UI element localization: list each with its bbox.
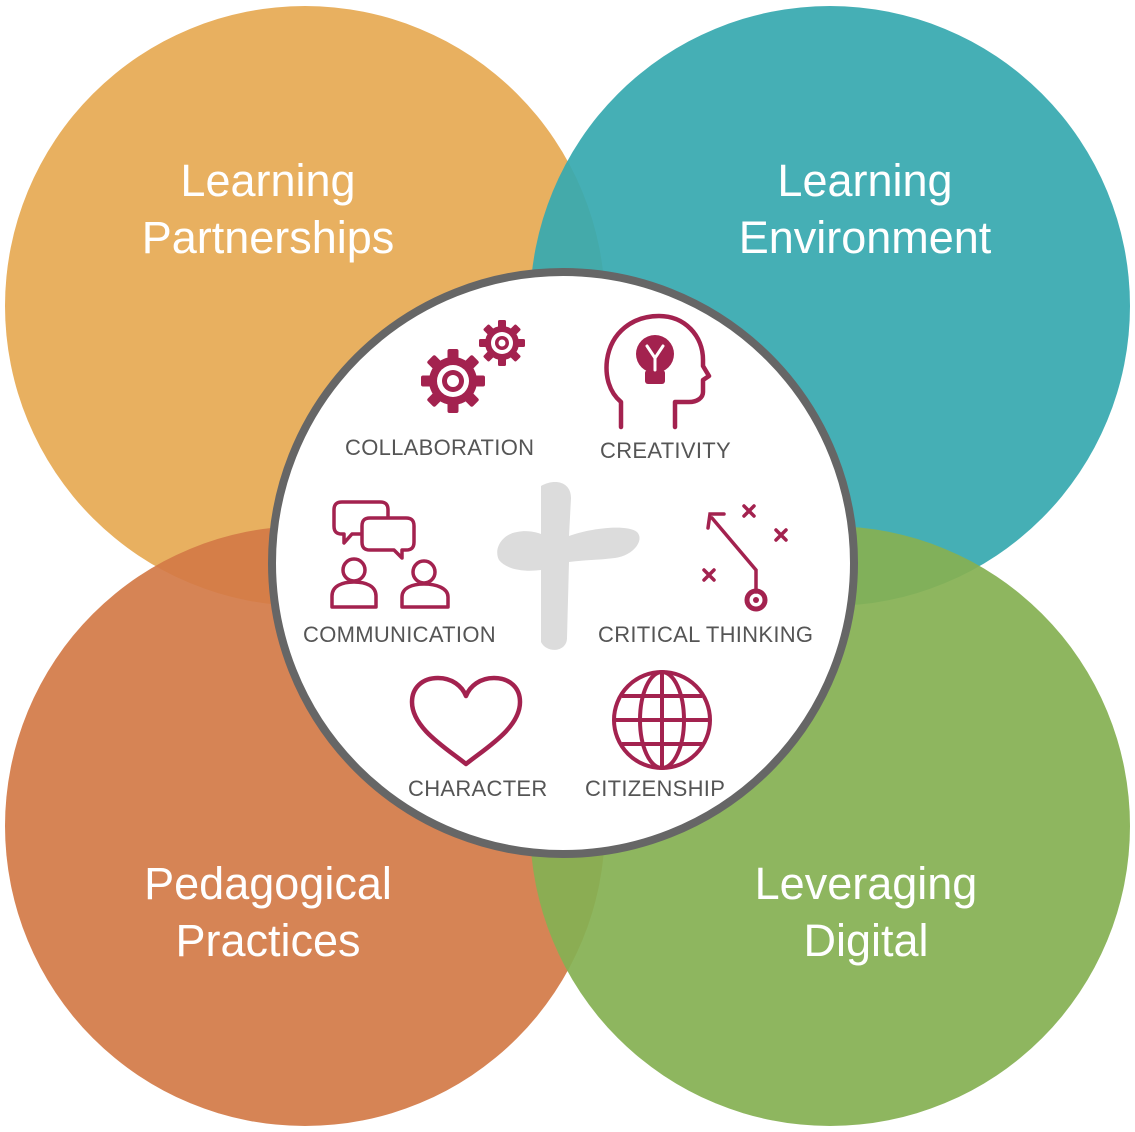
head-lightbulb-icon	[604, 313, 712, 430]
label-line: Pedagogical	[144, 858, 392, 909]
label-learning-environment: Learning Environment	[715, 152, 1015, 266]
label-line: Learning	[180, 155, 356, 206]
label-communication: COMMUNICATION	[303, 622, 496, 647]
label-line: Partnerships	[141, 212, 395, 263]
label-creativity: CREATIVITY	[600, 438, 731, 463]
label-line: Digital	[803, 915, 929, 966]
people-speech-bubbles-icon	[330, 500, 450, 609]
label-learning-partnerships: Learning Partnerships	[118, 152, 418, 266]
label-line: Leveraging	[754, 858, 978, 909]
label-character: CHARACTER	[408, 776, 548, 801]
label-critical-thinking: CRITICAL THINKING	[598, 622, 814, 647]
label-pedagogical-practices: Pedagogical Practices	[118, 855, 418, 969]
label-line: Practices	[175, 915, 361, 966]
globe-icon	[612, 670, 712, 770]
cross-icon	[497, 482, 640, 650]
play-strategy-icon	[702, 504, 788, 612]
label-collaboration: COLLABORATION	[345, 435, 535, 460]
gears-icon	[421, 320, 525, 413]
label-citizenship: CITIZENSHIP	[585, 776, 726, 801]
label-line: Learning	[777, 155, 953, 206]
label-line: Environment	[738, 212, 992, 263]
label-leveraging-digital: Leveraging Digital	[716, 855, 1016, 969]
heart-icon	[409, 675, 523, 767]
